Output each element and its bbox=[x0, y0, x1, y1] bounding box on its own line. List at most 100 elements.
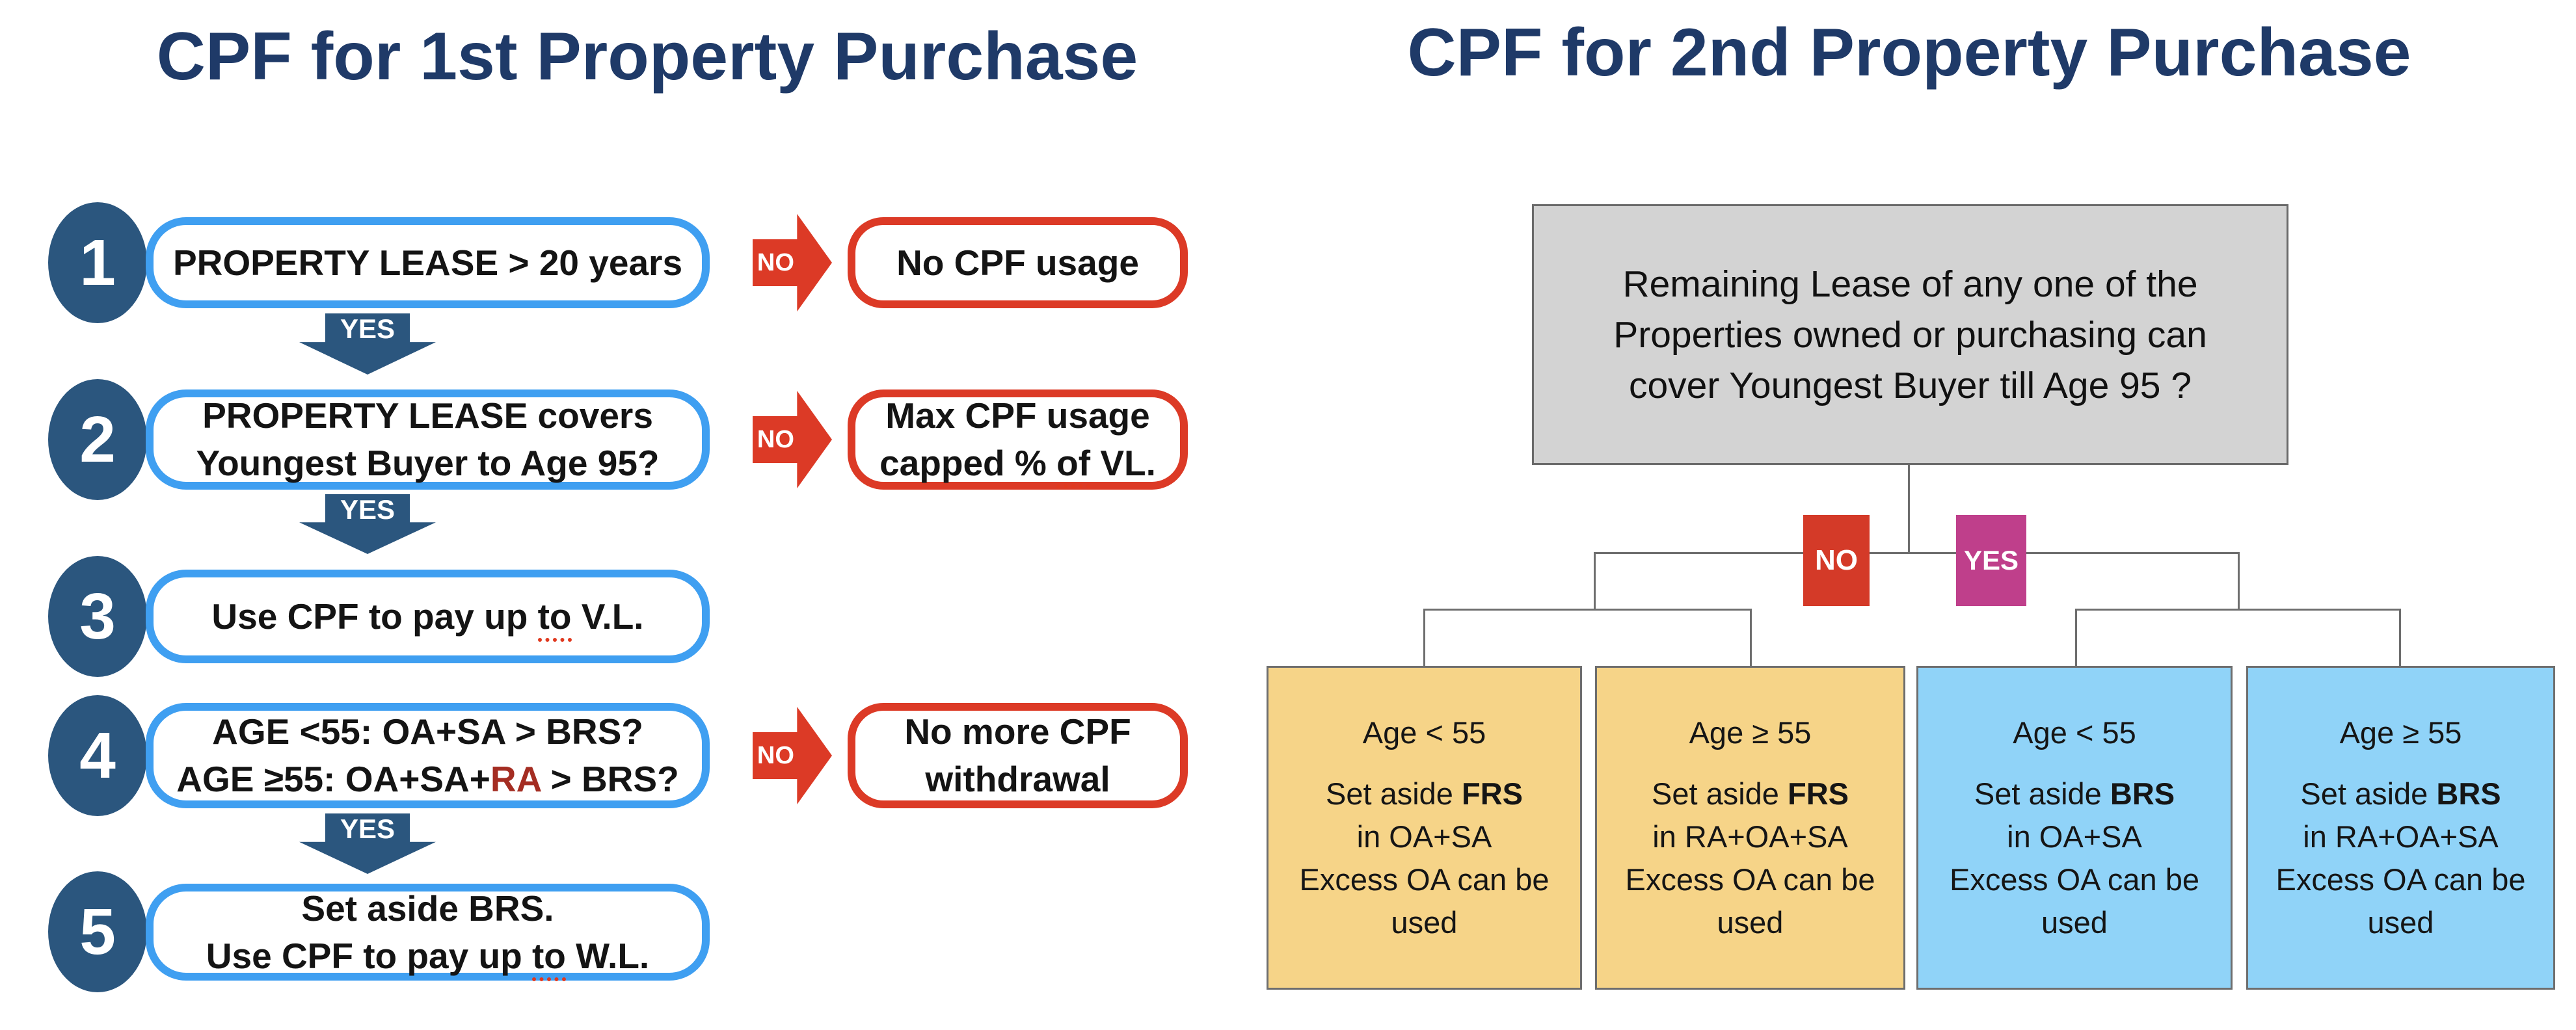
step-4-no-label: NO bbox=[757, 741, 794, 769]
step-2-no-arrow: NO bbox=[753, 391, 832, 488]
step-5-line2-pre: Use CPF to pay up bbox=[206, 935, 532, 976]
outcome-card-no-under55: Age < 55 Set aside FRS in OA+SA Excess O… bbox=[1267, 666, 1582, 990]
card4-used: used bbox=[2367, 905, 2434, 940]
card3-fund: BRS bbox=[2110, 776, 2175, 811]
branch-no-badge: NO bbox=[1803, 515, 1870, 606]
step-5-number: 5 bbox=[79, 895, 116, 968]
card4-age: Age ≥ 55 bbox=[2339, 715, 2462, 750]
step-3-text-post: V.L. bbox=[571, 596, 644, 637]
step-5-question-box: Set aside BRS. Use CPF to pay up to W.L. bbox=[146, 884, 710, 981]
step-1-question-box: PROPERTY LEASE > 20 years bbox=[146, 217, 710, 308]
step-2-number: 2 bbox=[79, 403, 116, 476]
step-2-yes-label: YES bbox=[340, 494, 396, 525]
step-2-question-box: PROPERTY LEASE covers Youngest Buyer to … bbox=[146, 390, 710, 490]
right-chart-title: CPF for 2nd Property Purchase bbox=[1407, 15, 2411, 90]
step-4-number-badge: 4 bbox=[48, 695, 147, 816]
root-question-line2: Properties owned or purchasing can bbox=[1613, 313, 2207, 356]
step-4-ra-highlight: RA bbox=[490, 759, 541, 799]
card1-set-prefix: Set aside bbox=[1325, 776, 1462, 811]
step-4-line2-post: > BRS? bbox=[541, 759, 679, 799]
step-4-yes-arrow: YES bbox=[299, 813, 436, 874]
root-question-line3: cover Youngest Buyer till Age 95 ? bbox=[1628, 364, 2192, 406]
step-4-yes-label: YES bbox=[340, 813, 396, 844]
connector-card2-stub bbox=[1750, 609, 1752, 667]
step-2-no-label: NO bbox=[757, 425, 794, 453]
step-3-text: Use CPF to pay up to V.L. bbox=[211, 593, 644, 642]
root-question-line1: Remaining Lease of any one of the bbox=[1622, 263, 2198, 305]
step-1-outcome-box: No CPF usage bbox=[848, 217, 1188, 308]
left-chart-title: CPF for 1st Property Purchase bbox=[156, 19, 1138, 94]
step-2-number-badge: 2 bbox=[48, 379, 147, 500]
connector-card1-stub bbox=[1423, 609, 1425, 667]
connector-card4-stub bbox=[2399, 609, 2401, 667]
decision-root-box: Remaining Lease of any one of the Proper… bbox=[1532, 204, 2288, 465]
connector-right-riser bbox=[2238, 552, 2240, 611]
branch-yes-label: YES bbox=[1963, 545, 2019, 575]
card1-age: Age < 55 bbox=[1362, 715, 1486, 750]
step-3-number-badge: 3 bbox=[48, 556, 147, 677]
step-1-yes-arrow: YES bbox=[299, 313, 436, 375]
card2-age: Age ≥ 55 bbox=[1689, 715, 1812, 750]
connector-card3-stub bbox=[2075, 609, 2077, 667]
branch-yes-badge: YES bbox=[1956, 515, 2026, 606]
card3-account: in OA+SA bbox=[2007, 819, 2142, 854]
step-4-line2-pre: AGE ≥55: OA+SA+ bbox=[176, 759, 490, 799]
card2-account: in RA+OA+SA bbox=[1652, 819, 1848, 854]
step-3-number: 3 bbox=[79, 579, 116, 653]
step-4-outcome-box: No more CPF withdrawal bbox=[848, 703, 1188, 808]
connector-right-bracket bbox=[2075, 609, 2401, 611]
step-5-number-badge: 5 bbox=[48, 871, 147, 992]
step-5-text-line2: Use CPF to pay up to W.L. bbox=[206, 932, 650, 981]
outcome-card-yes-under55: Age < 55 Set aside BRS in OA+SA Excess O… bbox=[1916, 666, 2233, 990]
connector-left-bracket bbox=[1423, 609, 1752, 611]
step-2-outcome-line2: capped % of VL. bbox=[879, 440, 1156, 488]
card1-set-aside: Set aside FRS bbox=[1326, 773, 1523, 815]
step-1-number: 1 bbox=[79, 226, 116, 299]
step-1-outcome-text: No CPF usage bbox=[896, 242, 1139, 283]
step-4-number: 4 bbox=[79, 719, 116, 792]
step-3-question-box: Use CPF to pay up to V.L. bbox=[146, 570, 710, 663]
card1-excess: Excess OA can be bbox=[1299, 862, 1550, 897]
step-5-line2-post: W.L. bbox=[565, 935, 650, 976]
card2-fund: FRS bbox=[1788, 776, 1849, 811]
connector-main-horizontal bbox=[1594, 552, 2240, 554]
step-2-outcome-line2-post: VL. bbox=[1090, 443, 1156, 483]
step-1-text: PROPERTY LEASE > 20 years bbox=[172, 242, 683, 283]
card4-set-prefix: Set aside bbox=[2300, 776, 2437, 811]
step-3-underlined-word: to bbox=[537, 596, 572, 642]
card3-set-prefix: Set aside bbox=[1974, 776, 2110, 811]
card2-set-prefix: Set aside bbox=[1651, 776, 1788, 811]
step-1-no-arrow: NO bbox=[753, 214, 832, 311]
step-4-outcome-line1: No more CPF bbox=[904, 711, 1131, 752]
branch-no-label: NO bbox=[1815, 544, 1858, 576]
card3-excess: Excess OA can be bbox=[1949, 862, 2200, 897]
card4-fund: BRS bbox=[2436, 776, 2501, 811]
card1-account: in OA+SA bbox=[1356, 819, 1492, 854]
step-2-outcome-line2-pre: capped % bbox=[879, 443, 1057, 483]
step-5-text-line1: Set aside BRS. bbox=[301, 888, 554, 929]
step-2-outcome-line1: Max CPF usage bbox=[885, 395, 1150, 436]
card2-set-aside: Set aside FRS bbox=[1652, 773, 1849, 815]
outcome-card-no-over55: Age ≥ 55 Set aside FRS in RA+OA+SA Exces… bbox=[1595, 666, 1905, 990]
card1-used: used bbox=[1391, 905, 1458, 940]
card2-excess: Excess OA can be bbox=[1625, 862, 1875, 897]
step-4-outcome-line2: withdrawal bbox=[925, 759, 1110, 799]
step-1-yes-label: YES bbox=[340, 313, 396, 344]
connector-left-riser bbox=[1594, 552, 1596, 611]
card1-fund: FRS bbox=[1462, 776, 1523, 811]
step-4-no-arrow: NO bbox=[753, 707, 832, 804]
card4-set-aside: Set aside BRS bbox=[2300, 773, 2501, 815]
card2-used: used bbox=[1717, 905, 1784, 940]
step-2-text-line2: Youngest Buyer to Age 95? bbox=[196, 443, 660, 483]
step-1-number-badge: 1 bbox=[48, 202, 147, 323]
step-1-no-label: NO bbox=[757, 248, 794, 276]
step-5-underlined-word: to bbox=[531, 935, 566, 981]
step-2-text-line1: PROPERTY LEASE covers bbox=[202, 395, 653, 436]
card3-age: Age < 55 bbox=[2013, 715, 2136, 750]
step-4-text-line1: AGE <55: OA+SA > BRS? bbox=[212, 711, 643, 752]
step-4-text-line2: AGE ≥55: OA+SA+RA > BRS? bbox=[176, 756, 678, 803]
card3-set-aside: Set aside BRS bbox=[1974, 773, 2175, 815]
card4-account: in RA+OA+SA bbox=[2303, 819, 2499, 854]
card4-excess: Excess OA can be bbox=[2275, 862, 2526, 897]
